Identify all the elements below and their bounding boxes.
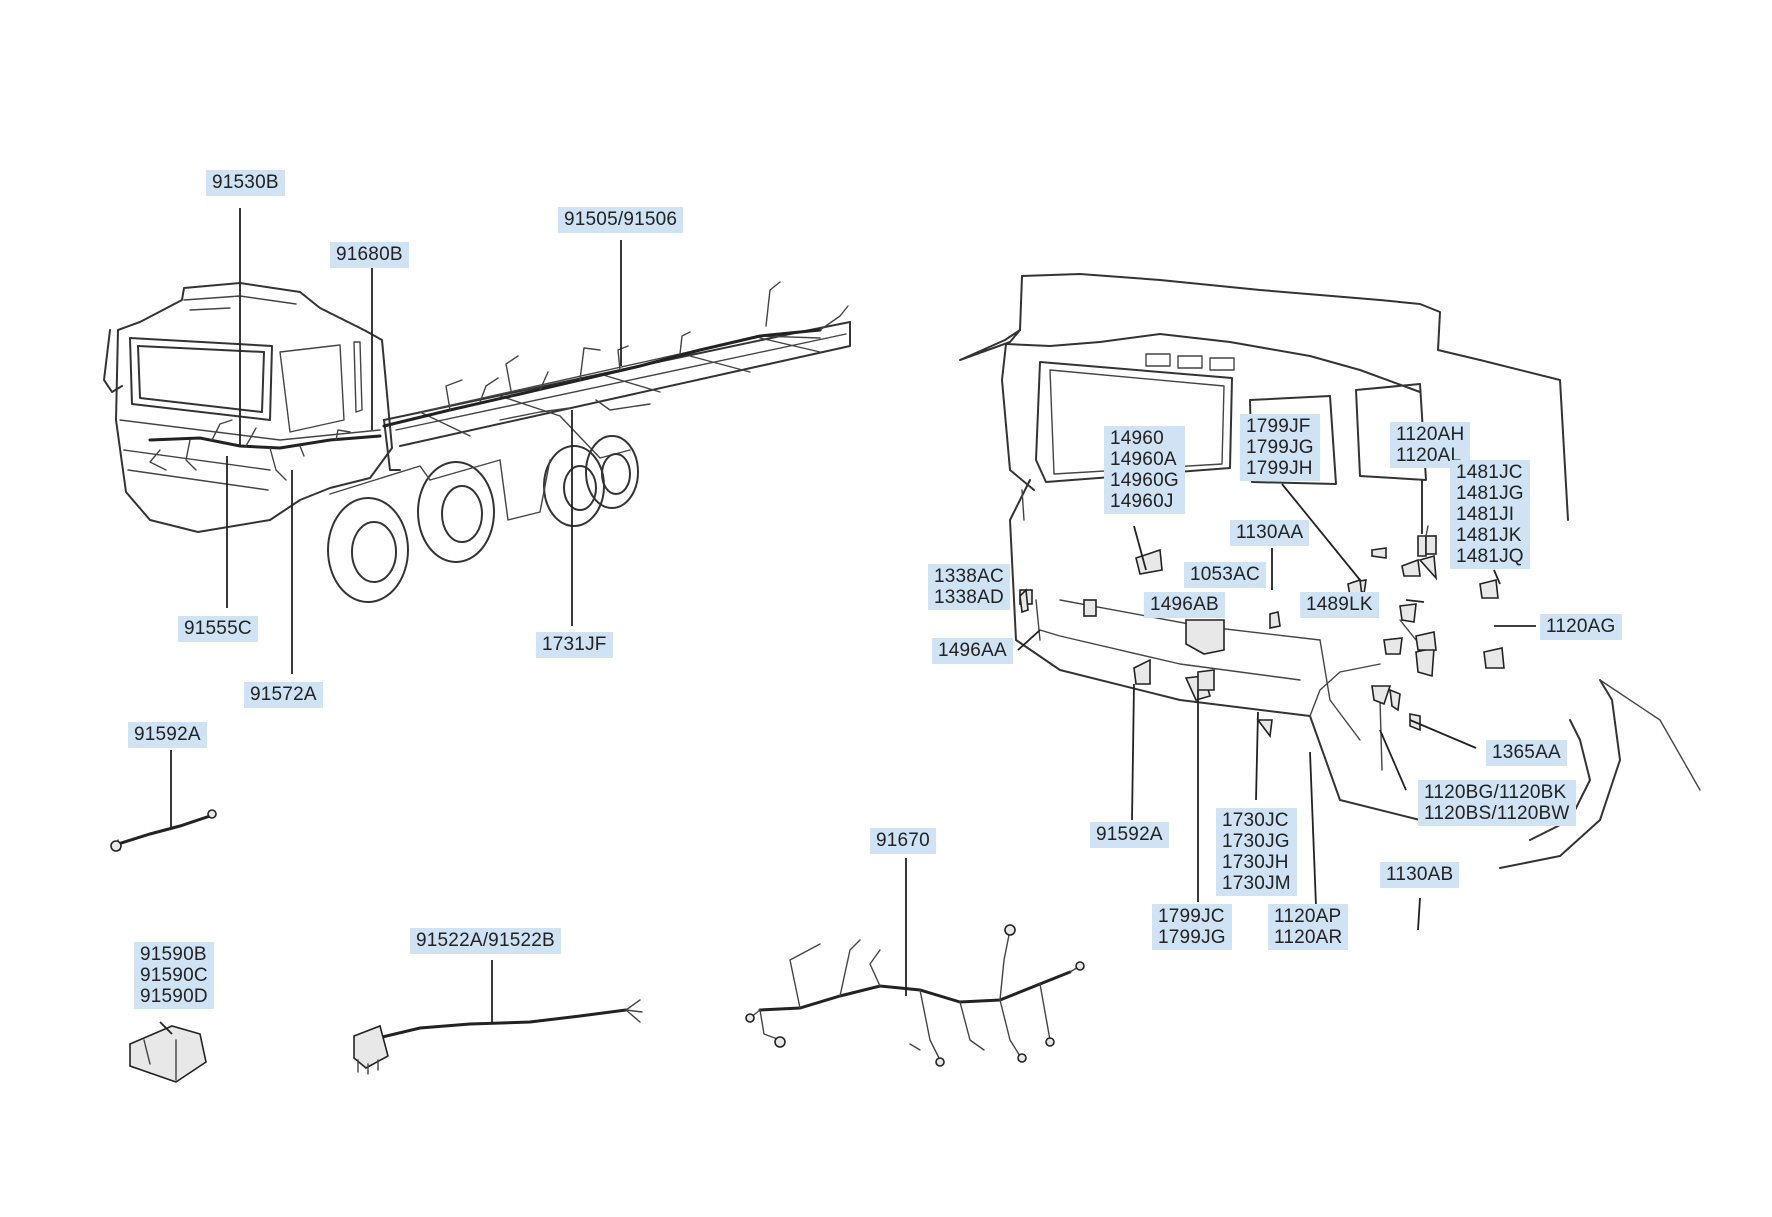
leader-lines	[159, 208, 1536, 1035]
callout-1338[interactable]: 1338AC 1338AD	[928, 564, 1010, 610]
callout-1799JF[interactable]: 1799JF 1799JG 1799JH	[1240, 414, 1320, 481]
callout-1365AA[interactable]: 1365AA	[1486, 740, 1567, 766]
callout-1496AB[interactable]: 1496AB	[1144, 592, 1225, 618]
callout-91592A-left[interactable]: 91592A	[128, 722, 207, 748]
callout-1481[interactable]: 1481JC 1481JG 1481JI 1481JK 1481JQ	[1450, 460, 1530, 569]
callout-1053AC[interactable]: 1053AC	[1184, 562, 1266, 588]
callout-91505-91506[interactable]: 91505/91506	[558, 207, 684, 233]
small-harness-91592A	[110, 809, 217, 852]
harness-91670	[745, 924, 1085, 1067]
callout-1120BG[interactable]: 1120BG/1120BK 1120BS/1120BW	[1418, 780, 1576, 826]
callout-14960[interactable]: 14960 14960A 14960G 14960J	[1104, 426, 1185, 514]
callout-1799JC[interactable]: 1799JC 1799JG	[1152, 904, 1232, 950]
bracket-91590	[129, 1025, 207, 1083]
cab-front-illustration	[959, 273, 1701, 869]
callout-1489LK[interactable]: 1489LK	[1300, 592, 1379, 618]
harness-91522	[353, 999, 643, 1075]
callout-1120AG[interactable]: 1120AG	[1540, 614, 1622, 640]
callout-1496AA[interactable]: 1496AA	[932, 638, 1013, 664]
callout-91592A-right[interactable]: 91592A	[1090, 822, 1169, 848]
callout-91555C[interactable]: 91555C	[178, 616, 258, 642]
callout-1130AA[interactable]: 1130AA	[1230, 520, 1310, 546]
callout-1120AP[interactable]: 1120AP 1120AR	[1268, 904, 1349, 950]
callout-91670[interactable]: 91670	[870, 828, 936, 854]
callout-91590[interactable]: 91590B 91590C 91590D	[134, 942, 214, 1009]
callout-1731JF[interactable]: 1731JF	[536, 632, 613, 658]
callout-1730[interactable]: 1730JC 1730JG 1730JH 1730JM	[1216, 808, 1297, 896]
callout-91572A[interactable]: 91572A	[244, 682, 323, 708]
callout-91530B[interactable]: 91530B	[206, 170, 285, 196]
truck-illustration	[103, 281, 851, 603]
callout-91680B[interactable]: 91680B	[330, 242, 409, 268]
callout-1130AB[interactable]: 1130AB	[1380, 862, 1460, 888]
callout-91522[interactable]: 91522A/91522B	[410, 928, 561, 954]
